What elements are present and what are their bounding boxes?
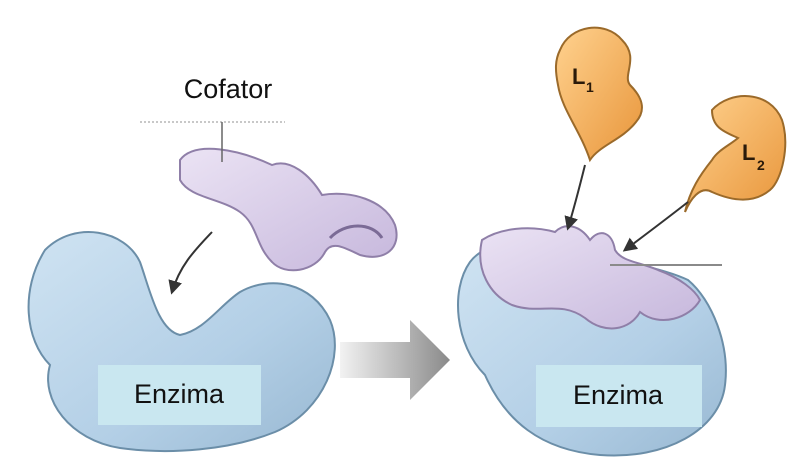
cofactor-shape (180, 149, 397, 270)
ligand-2-binding-arrow (625, 202, 688, 250)
cofactor-binding-arrow (172, 232, 212, 292)
ligand-2-label: L (742, 140, 755, 165)
ligand-2-subscript: 2 (757, 157, 765, 173)
ligand-1-binding-arrow (568, 165, 585, 228)
ligand-2-shape (685, 96, 785, 212)
cofactor-free (180, 149, 397, 270)
ligand-1-label: L (572, 64, 585, 89)
ligand-1-subscript: 1 (586, 79, 594, 95)
ligand-2: L 2 (685, 96, 785, 212)
ligand-1-shape (556, 28, 642, 160)
ligand-1: L 1 (556, 28, 642, 160)
process-arrow (340, 320, 450, 400)
enzyme-label-right: Enzima (573, 380, 664, 410)
cofactor-label: Cofator (184, 74, 273, 104)
enzyme-label-left: Enzima (134, 379, 225, 409)
